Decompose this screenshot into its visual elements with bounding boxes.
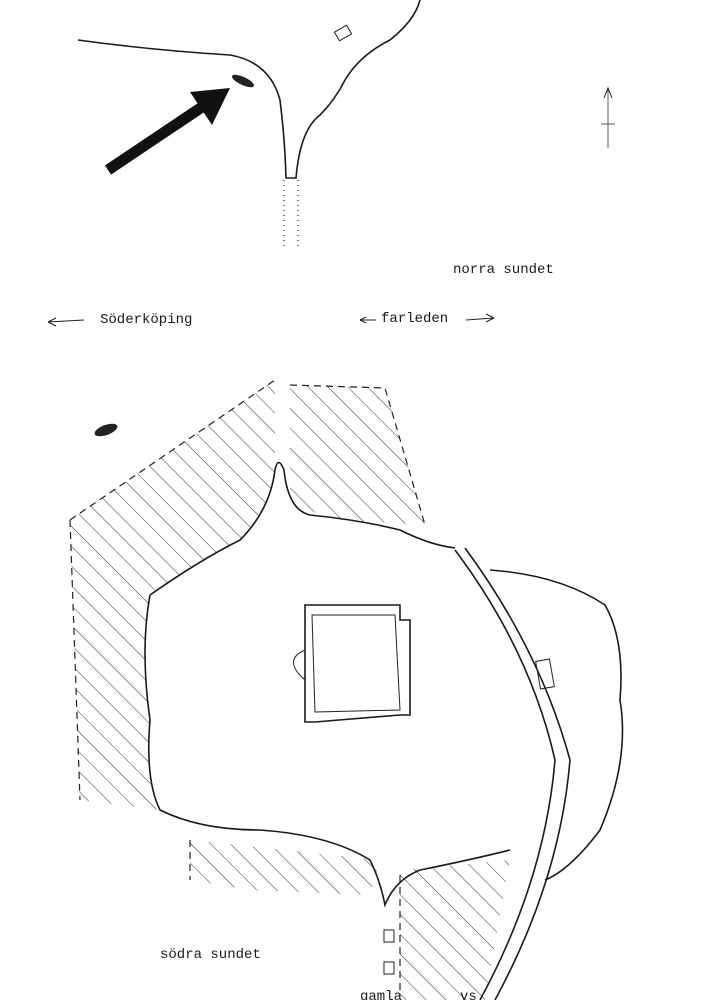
arrow-right <box>465 313 495 323</box>
boat-symbol <box>94 423 118 437</box>
boundary-dashed <box>69 379 426 990</box>
boat-symbol <box>231 74 255 88</box>
pointer-arrow <box>104 88 230 175</box>
arrow-left <box>359 316 376 324</box>
north-arrow <box>601 86 615 148</box>
label-gamla: gamla <box>360 989 403 1000</box>
causeway <box>454 547 571 1000</box>
building-small <box>383 929 395 943</box>
hatched-area-south <box>190 840 380 895</box>
building-small <box>383 961 395 975</box>
island-shoreline <box>144 461 511 908</box>
north-shoreline <box>77 0 421 179</box>
label-farleden: farleden <box>381 311 449 327</box>
building-east <box>535 658 555 690</box>
channel-dotted <box>283 180 299 250</box>
hatched-area-north <box>290 385 425 525</box>
building-north <box>333 24 353 42</box>
label-soderkoping: Söderköping <box>100 312 193 328</box>
main-building <box>293 604 411 723</box>
east-shoreline <box>489 569 624 881</box>
label-road-fragment: vs <box>460 989 477 1000</box>
arrow-left <box>47 317 85 327</box>
hatched-area-southeast <box>400 860 510 1000</box>
hatched-area-west <box>70 380 275 810</box>
label-sodra-sundet: södra sundet <box>160 947 261 963</box>
label-norra-sundet: norra sundet <box>453 262 554 278</box>
